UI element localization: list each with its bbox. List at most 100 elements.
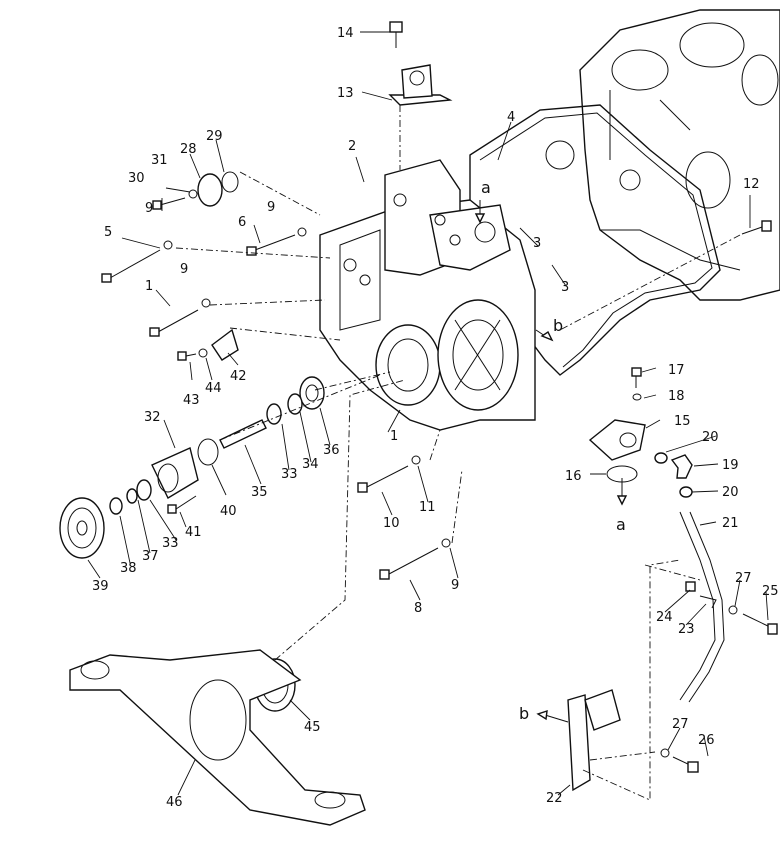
label-43: 43 [183,393,200,408]
washer-18 [632,393,642,401]
bolt-10 [357,465,409,493]
label-32: 32 [144,410,161,425]
hose-19 [670,454,693,479]
bolt-5 [149,309,199,337]
pulley-39 [59,497,105,559]
label-44: 44 [205,381,222,396]
label-16: 16 [565,469,582,484]
label-35: 35 [251,485,268,500]
label-17: 17 [668,363,685,378]
label-38: 38 [120,561,137,576]
clip-23 [699,595,717,609]
washer-9b [297,227,307,237]
label-25: 25 [762,584,779,599]
label-27a: 27 [735,571,752,586]
engine-block [579,9,780,301]
label-30: 30 [128,171,145,186]
bolt-8 [379,547,439,580]
label-46: 46 [166,795,183,810]
bolt-14 [389,21,403,48]
label-14: 14 [337,26,354,41]
washer-31 [188,189,198,199]
label-b1: b [553,316,563,335]
label-3b: 3 [561,280,569,295]
label-34: 34 [302,457,319,472]
pipe-21 [679,511,725,703]
washer-11 [411,455,421,465]
bolt-7 [246,234,296,256]
label-24: 24 [656,610,673,625]
label-9c: 9 [180,262,188,277]
label-9a: 9 [145,201,153,216]
label-27b: 27 [672,717,689,732]
label-a2: a [616,515,626,534]
label-9b: 9 [267,200,275,215]
bolt-43 [177,351,197,361]
label-13: 13 [337,86,354,101]
clamp-20a [654,452,668,464]
label-37: 37 [142,549,159,564]
label-33a: 33 [281,467,298,482]
washer-9a [163,240,173,250]
bearing-34 [287,393,303,415]
label-a1: a [481,178,491,197]
gear-36 [299,376,325,410]
label-5: 1 [145,279,153,294]
label-11: 11 [419,500,436,515]
bolt-41 [167,495,197,514]
label-10: 10 [383,516,400,531]
reference-arrows [474,200,628,723]
label-40: 40 [220,504,237,519]
label-23: 23 [678,622,695,637]
seal-28 [197,173,223,207]
label-33b: 33 [162,536,179,551]
label-20b: 20 [722,485,739,500]
leader-lines [87,31,769,796]
label-9d: 9 [451,578,459,593]
label-31: 31 [151,153,168,168]
shaft-35 [219,419,267,449]
label-2: 2 [348,139,356,154]
bolt-6 [101,249,161,283]
label-39: 39 [92,579,109,594]
label-18: 18 [668,389,685,404]
washer-9c [201,298,211,308]
label-8: 8 [414,601,422,616]
o-ring-40 [197,438,219,466]
bolt-30 [152,197,186,210]
alignment-lines [175,105,741,801]
washer-27b [660,748,670,758]
label-21: 21 [722,516,739,531]
bolt-17 [631,367,642,388]
label-28: 28 [180,142,197,157]
label-41: 41 [185,525,202,540]
label-b2: b [519,704,529,723]
label-1: 1 [390,429,398,444]
front-cover-housing [384,159,511,276]
bolt-12 [741,220,772,235]
label-4: 4 [507,110,515,125]
o-ring-29 [221,171,239,193]
bolt-26 [672,756,699,773]
clamp-20b [679,486,693,498]
part-number-labels: 14 13 2 4 3 3 12 29 28 31 30 9 6 9 5 9 1… [92,26,779,810]
washer-38 [109,497,123,515]
label-45: 45 [304,720,321,735]
washer-44 [198,348,208,358]
bracket-22 [567,689,621,792]
label-6: 5 [104,225,112,240]
bearing-33b [136,479,152,501]
label-3a: 3 [533,236,541,251]
front-support-46 [69,649,366,826]
bracket-13 [388,64,453,106]
washer-9d [441,538,451,548]
label-20a: 20 [702,430,719,445]
bracket-42 [211,328,239,361]
label-15: 15 [674,414,691,429]
bolt-25 [742,613,778,635]
nut-24 [685,581,696,592]
washer-27a [728,605,738,615]
label-7: 6 [238,215,246,230]
label-36: 36 [323,443,340,458]
label-19: 19 [722,458,739,473]
